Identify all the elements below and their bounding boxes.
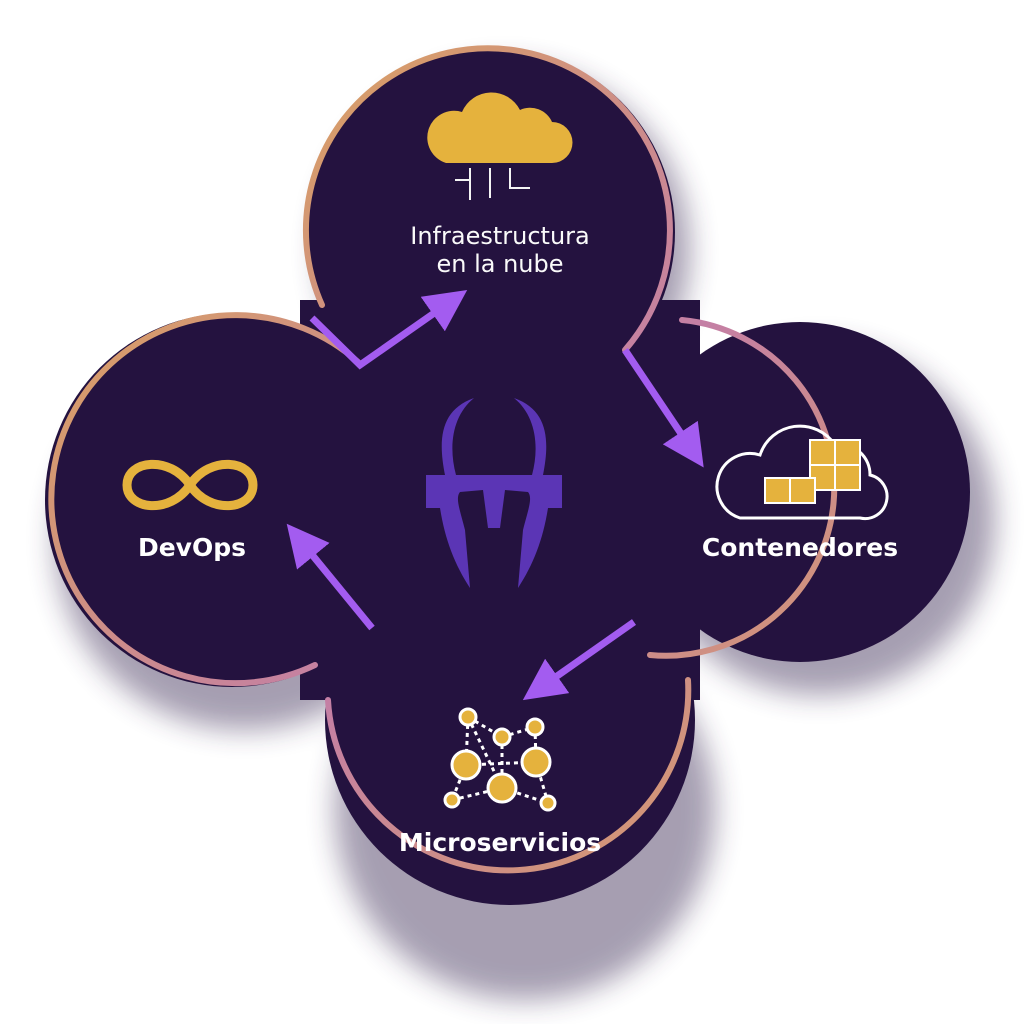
network-nodes-icon xyxy=(443,707,557,812)
cloud-circuit-icon xyxy=(427,92,573,200)
ring-containers xyxy=(647,317,838,659)
infinity-icon xyxy=(122,459,258,511)
arrow-micro-to-devops xyxy=(286,523,375,631)
arrow-containers-to-micro xyxy=(522,619,637,701)
rings xyxy=(48,45,838,874)
microservices-label: Microservicios xyxy=(398,828,602,857)
helmet-icon xyxy=(426,398,562,588)
containers-label: Contenedores xyxy=(701,533,899,562)
ring-devops xyxy=(48,312,361,687)
cloud-label-line1: Infraestructura xyxy=(410,222,590,250)
devops-label: DevOps xyxy=(137,533,247,562)
ring-cloud xyxy=(302,45,673,353)
arrow-cloud-to-containers xyxy=(622,348,704,468)
arrow-devops-to-cloud xyxy=(309,289,468,370)
arrows xyxy=(286,289,704,701)
cloud-containers-icon xyxy=(715,424,889,521)
ring-microservices xyxy=(325,677,692,874)
cloud-label: Infraestructura en la nube xyxy=(410,222,589,278)
cloud-label-line2: en la nube xyxy=(436,250,564,278)
